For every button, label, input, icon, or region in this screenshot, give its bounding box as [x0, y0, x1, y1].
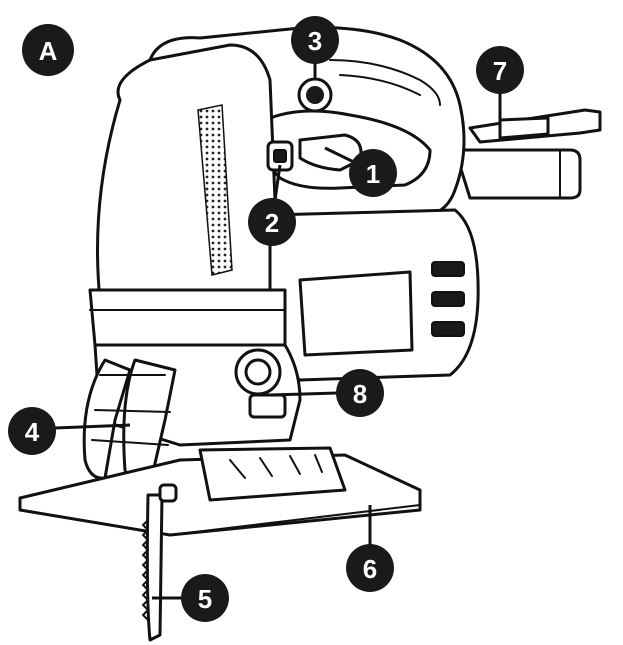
callout-2: 2	[248, 198, 296, 246]
leader-8	[269, 391, 339, 397]
callout-7-label: 7	[493, 56, 507, 86]
figure-label-badge: A	[22, 24, 74, 76]
side-vent-3	[431, 321, 465, 337]
vent-grille	[197, 104, 233, 276]
callout-6: 6	[346, 544, 394, 592]
callout-5: 5	[181, 574, 229, 622]
callout-5-label: 5	[198, 584, 212, 614]
callout-7: 7	[476, 46, 524, 94]
callout-3: 3	[291, 16, 339, 64]
blade-guard	[82, 358, 177, 488]
bevel-adjust-lever	[234, 348, 287, 419]
speed-dial	[297, 77, 333, 113]
callout-1-label: 1	[366, 159, 380, 189]
leader-4	[54, 423, 131, 430]
callout-1: 1	[349, 149, 397, 197]
callout-2-label: 2	[265, 208, 279, 238]
base-plate	[18, 446, 422, 537]
callout-8: 8	[336, 369, 384, 417]
callout-3-label: 3	[308, 26, 322, 56]
lock-on-button	[266, 140, 294, 172]
side-vent-2	[431, 291, 465, 307]
trigger-switch	[298, 133, 363, 172]
callout-8-label: 8	[353, 379, 367, 409]
figure-label-text: A	[39, 36, 58, 66]
dust-port-adapter	[453, 108, 602, 200]
leader-2	[273, 164, 282, 201]
callout-6-label: 6	[363, 554, 377, 584]
saw-blade	[142, 483, 178, 642]
side-vent-1	[431, 261, 465, 277]
callout-4-label: 4	[25, 417, 40, 447]
callout-4: 4	[8, 407, 56, 455]
